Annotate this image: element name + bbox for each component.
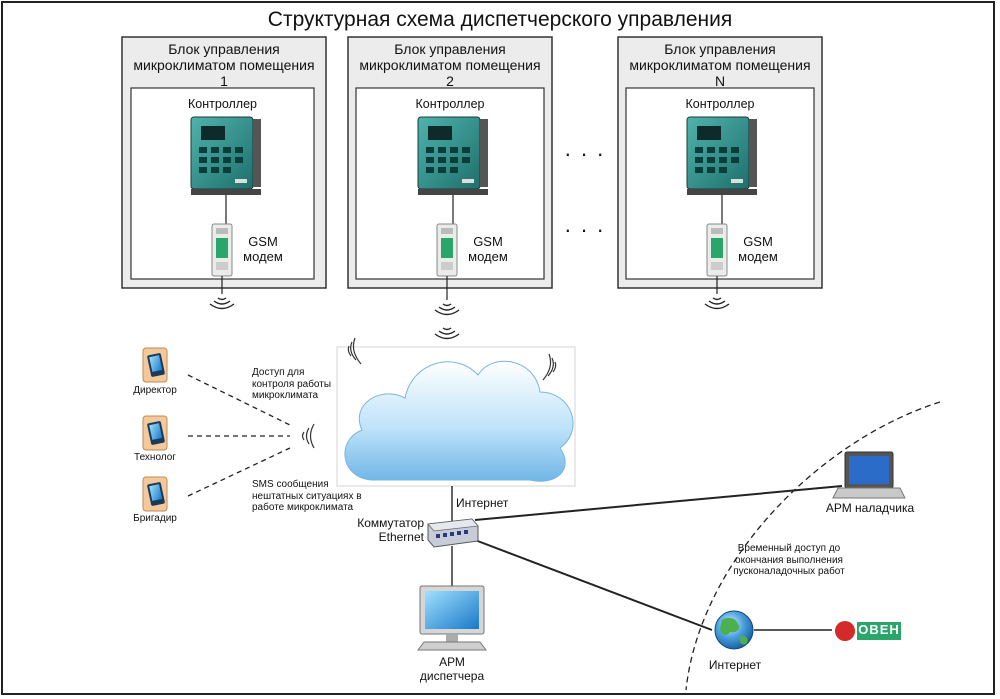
phone-director-label: Директор	[133, 385, 177, 396]
sms-links	[187, 374, 291, 497]
phone-director	[142, 347, 168, 383]
brand-logo-text: ОВЕН	[858, 622, 900, 637]
gsm-modem-1	[211, 223, 233, 277]
globe-icon	[714, 610, 754, 650]
controller-2	[417, 116, 489, 196]
controller-n	[686, 116, 758, 196]
wireless-icon-n	[704, 297, 730, 310]
brand-logo	[833, 620, 903, 642]
phone-foreman	[142, 476, 168, 512]
internet-cloud	[336, 337, 576, 487]
commissioner-laptop	[832, 451, 906, 499]
cloud-label: Интернет	[456, 496, 509, 510]
phone-technologist-label: Технолог	[134, 452, 176, 463]
wireless-icon-2	[434, 303, 460, 316]
controller-2-label: Контроллер	[415, 97, 485, 111]
wireless-icon-1	[209, 297, 235, 310]
wireless-icon-cloud	[434, 327, 460, 340]
phone-foreman-label: Бригадир	[133, 513, 177, 524]
dispatcher-workstation	[417, 585, 487, 651]
gsm-modem-n	[706, 223, 728, 277]
ellipsis-top: . . .	[564, 136, 606, 161]
controller-1-label: Контроллер	[188, 97, 257, 111]
temporary-access-boundary	[685, 401, 941, 691]
page-title: Структурная схема диспетчерского управле…	[267, 8, 733, 31]
control-block-n	[617, 36, 823, 310]
phone-technologist	[142, 415, 168, 451]
ethernet-switch	[427, 518, 479, 548]
control-block-1	[121, 36, 327, 310]
controller-n-label: Контроллер	[685, 97, 755, 111]
control-block-2	[347, 36, 553, 316]
gsm-modem-2	[436, 223, 458, 277]
ellipsis-bottom: . . .	[564, 212, 606, 237]
wireless-icon-sms	[301, 423, 315, 449]
controller-1	[190, 116, 262, 196]
commissioner-label: АРМ наладчика	[825, 501, 915, 515]
globe-label: Интернет	[708, 658, 762, 672]
